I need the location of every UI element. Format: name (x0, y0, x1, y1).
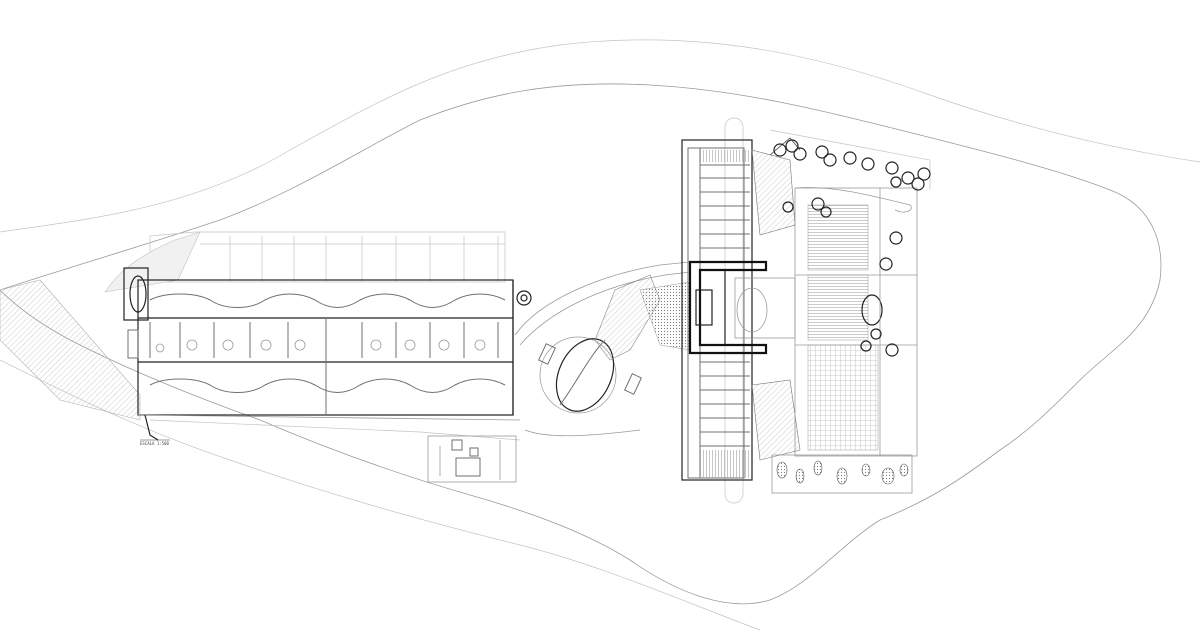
right-building (681, 117, 801, 504)
left-building: ESCALA 1:500 (104, 231, 532, 446)
scale-label: ESCALA 1:500 (140, 441, 169, 446)
left-ramp (0, 279, 141, 421)
central-roundabout (514, 261, 691, 437)
small-service-building (427, 435, 517, 483)
right-pavilion (769, 129, 931, 494)
trees (773, 139, 931, 485)
